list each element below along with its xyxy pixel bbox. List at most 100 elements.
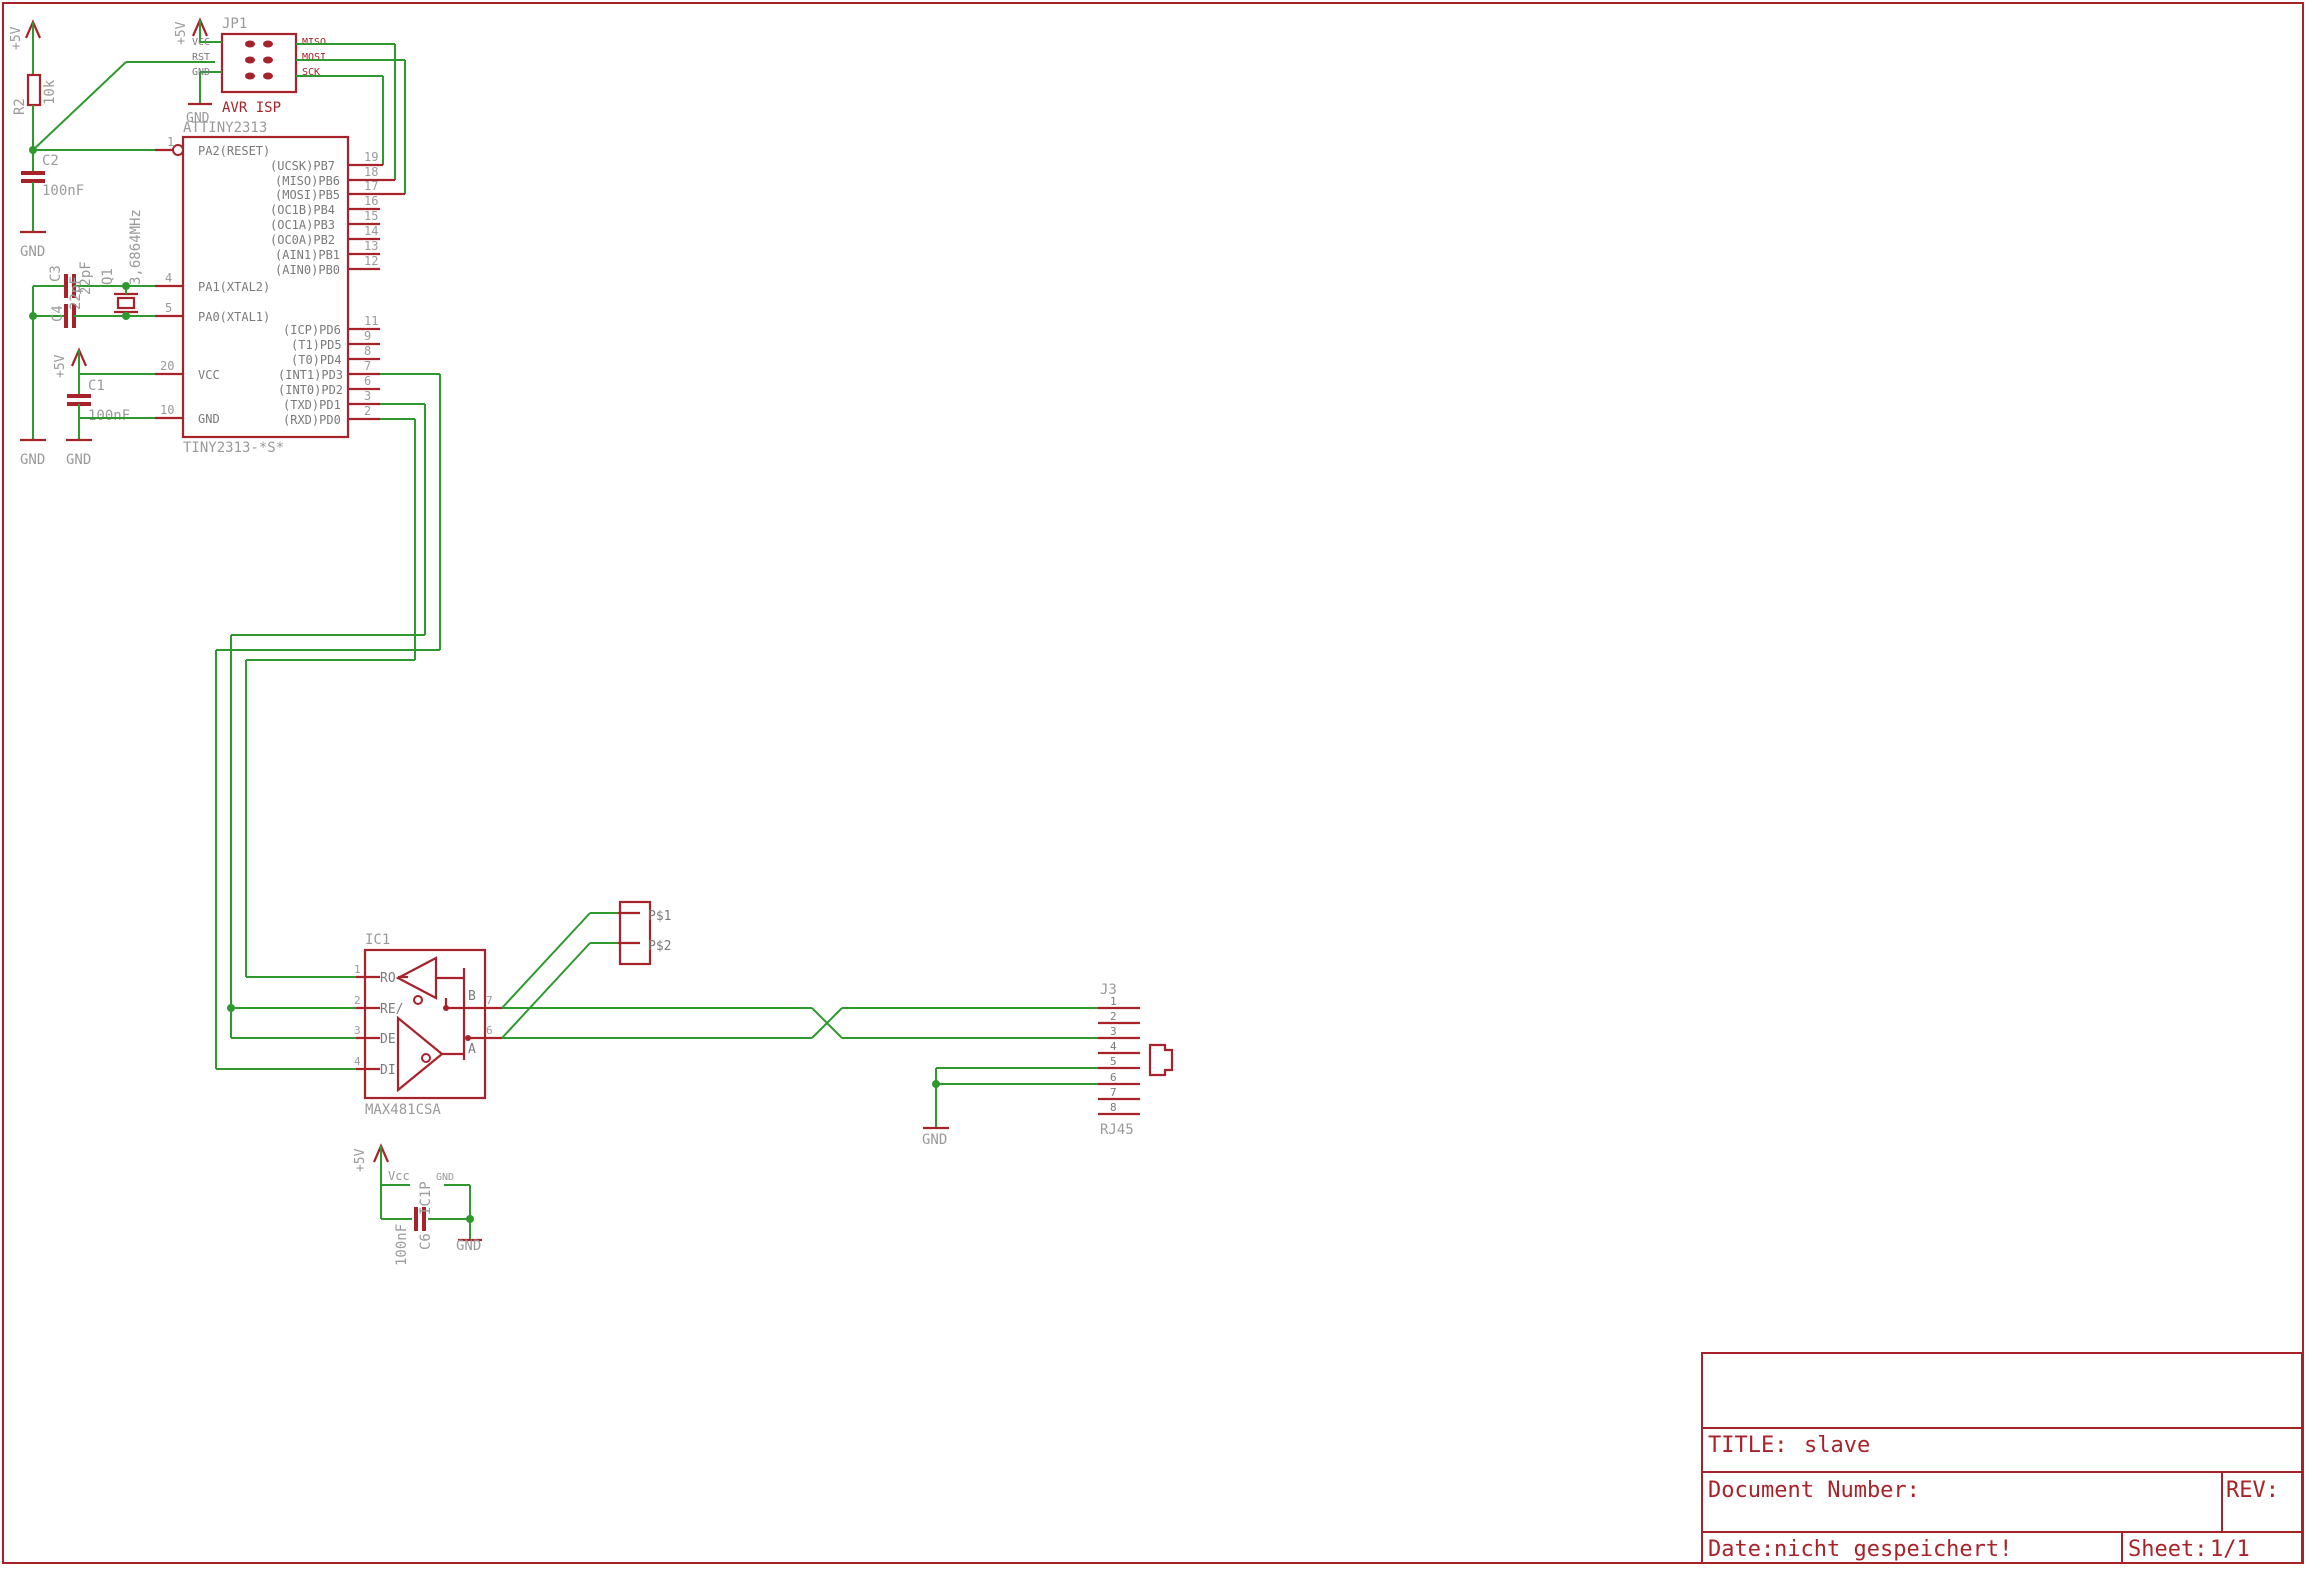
max481-pin-2-num: 2	[354, 994, 361, 1007]
mcu-pd-3-num: 8	[364, 344, 371, 358]
gnd-symbol-rj45: GND	[922, 1126, 949, 1148]
mcu-left-pin-1-num: 1	[167, 135, 174, 149]
gnd-label-crystal: GND	[20, 452, 45, 468]
ic1p-power-block[interactable]: +5V Vcc GND IC1P C6 100nF GND	[353, 1143, 482, 1266]
mcu-left-pin-3-num: 5	[165, 301, 172, 315]
rj45-connector[interactable]: J3 RJ45 1 2 3 4 5 6 7 8	[1098, 982, 1174, 1138]
document-number-label: Document Number:	[1708, 1478, 1920, 1503]
junction-crystal-gnd	[29, 312, 37, 320]
mcu-pb-5-num: 15	[364, 209, 378, 223]
mcu-pb-8-label: (AIN0)PB0	[275, 263, 340, 277]
mcu-port-d-pins: 11 (ICP)PD6 9 (T1)PD5 8 (T0)PD4 7 (INT1)…	[278, 314, 380, 427]
jp1-value: AVR ISP	[222, 100, 281, 116]
mcu-pd-3-label: (T0)PD4	[291, 353, 342, 367]
date-label: Date:	[1708, 1537, 1774, 1562]
jp1-right-pin-2: MOSI	[302, 52, 326, 63]
jp1-isp-header[interactable]: +5V JP1 AVR ISP GND VCC RST GND MISO MOS…	[174, 16, 326, 126]
mcu-pb-7-label: (AIN1)PB1	[275, 248, 340, 262]
max481-name: IC1	[365, 932, 390, 948]
mcu-pd-5-num: 6	[364, 374, 371, 388]
vcc-symbol-isp: +5V	[174, 17, 209, 45]
title-value: slave	[1804, 1433, 1870, 1458]
r2-resistor[interactable]: R2 10k	[12, 73, 58, 150]
mcu-pd-2-num: 9	[364, 329, 371, 343]
mcu-value: TINY2313-*S*	[183, 440, 284, 456]
mcu-left-pin-4-label: VCC	[198, 368, 220, 382]
max481-value: MAX481CSA	[365, 1102, 441, 1118]
jp1-right-pin-1: MISO	[302, 37, 326, 48]
mcu-pb-1-label: (UCSK)PB7	[270, 159, 335, 173]
c2-capacitor[interactable]: C2 100nF	[21, 150, 84, 232]
c3-name: C3	[48, 265, 64, 282]
mcu-pb-5-label: (OC1A)PB3	[270, 218, 335, 232]
mcu-left-pin-1-label: PA2(RESET)	[198, 144, 270, 158]
rj45-pin-4: 4	[1110, 1040, 1117, 1053]
c1-value: 100nF	[88, 408, 130, 424]
mcu-left-pin-5-label: GND	[198, 412, 220, 426]
rev-label: REV:	[2226, 1478, 2279, 1503]
rj45-pin-7: 7	[1110, 1086, 1117, 1099]
title-block: TITLE: slave Document Number: REV: Date:…	[1701, 1352, 2303, 1564]
ps-pin-1-label: P$1	[648, 909, 671, 924]
vcc-label: +5V	[9, 26, 24, 50]
gnd-label: GND	[20, 244, 45, 260]
mcu-left-pin-3-label: PA0(XTAL1)	[198, 310, 270, 324]
mcu-pb-8-num: 12	[364, 254, 378, 268]
max481-pin-3-num: 3	[354, 1024, 361, 1037]
mcu-pb-6-num: 14	[364, 224, 378, 238]
vcc-symbol-ic1p: +5V	[353, 1143, 390, 1219]
rj45-name: J3	[1100, 982, 1117, 998]
mcu-left-pin-2-num: 4	[165, 271, 172, 285]
q1-crystal[interactable]: Q1 3,6864MHz	[100, 209, 144, 320]
r2-name: R2	[12, 98, 28, 115]
ic1p-vcc-label: Vcc	[388, 1169, 410, 1183]
mcu-pb-2-num: 18	[364, 165, 378, 179]
mcu-pd-6-label: (TXD)PD1	[283, 398, 341, 412]
mcu-attiny2313[interactable]: ATTINY2313 TINY2313-*S* 1 PA2(RESET) 4 P…	[155, 120, 405, 456]
rj45-pin-6: 6	[1110, 1071, 1117, 1084]
max481-pin-b-num: 7	[486, 994, 493, 1007]
mcu-pb-4-label: (OC1B)PB4	[270, 203, 335, 217]
max481-pin-4-num: 4	[354, 1055, 361, 1068]
max481-pin-1-num: 1	[354, 963, 361, 976]
c4-name: C4	[50, 305, 66, 322]
vcc-label-isp: +5V	[174, 21, 189, 45]
rj45-pin-1: 1	[1110, 995, 1117, 1008]
c3-capacitor[interactable]: C3 22pF	[33, 261, 155, 298]
q1-value: 3,6864MHz	[128, 209, 144, 285]
c4-capacitor[interactable]: C4 22pF	[33, 276, 155, 328]
c6-value: 100nF	[394, 1224, 410, 1266]
jp1-name: JP1	[222, 16, 247, 32]
rj45-pin-5: 5	[1110, 1055, 1117, 1068]
ps-connector[interactable]: P$1 P$2	[618, 900, 671, 966]
mcu-pb-1-num: 19	[364, 150, 378, 164]
mcu-pb-2-label: (MISO)PB6	[275, 174, 340, 188]
ic1p-name: IC1P	[418, 1181, 434, 1215]
q1-name: Q1	[100, 268, 116, 285]
gnd-symbol-c1: GND	[66, 438, 92, 468]
c4-value: 22pF	[68, 276, 84, 310]
c2-value: 100nF	[42, 183, 84, 199]
max481-transceiver[interactable]: IC1 MAX481CSA 1 RO 2 RE/ 3 DE 4 DI B 7 A…	[354, 932, 502, 1118]
mcu-pd-7-num: 2	[364, 404, 371, 418]
sheet-label: Sheet:	[2128, 1537, 2207, 1562]
mcu-left-pin-5-num: 10	[160, 403, 174, 417]
max481-pin-3-label: DE	[380, 1032, 396, 1047]
mcu-pb-3-num: 17	[364, 179, 378, 193]
gnd-label-ic1p: GND	[456, 1238, 481, 1254]
gnd-symbol-c2: GND	[20, 230, 46, 260]
junction-re-de	[227, 1004, 235, 1012]
max481-pin-b-label: B	[468, 989, 476, 1004]
vcc-label-ic1p: +5V	[353, 1148, 368, 1172]
vcc-symbol-c1: +5V	[53, 347, 88, 394]
c2-name: C2	[42, 153, 59, 169]
sheet-value: 1/1	[2210, 1537, 2250, 1562]
c1-capacitor[interactable]: C1 100nF	[67, 378, 130, 440]
jp1-left-pin-1: VCC	[192, 37, 210, 48]
ic1p-gnd-pin-label: GND	[436, 1172, 454, 1183]
max481-pin-a-num: 6	[486, 1024, 493, 1037]
mcu-port-b-pins: 19 (UCSK)PB7 18 (MISO)PB6 17 (MOSI)PB5 1…	[270, 150, 405, 277]
mcu-left-pin-2-label: PA1(XTAL2)	[198, 280, 270, 294]
